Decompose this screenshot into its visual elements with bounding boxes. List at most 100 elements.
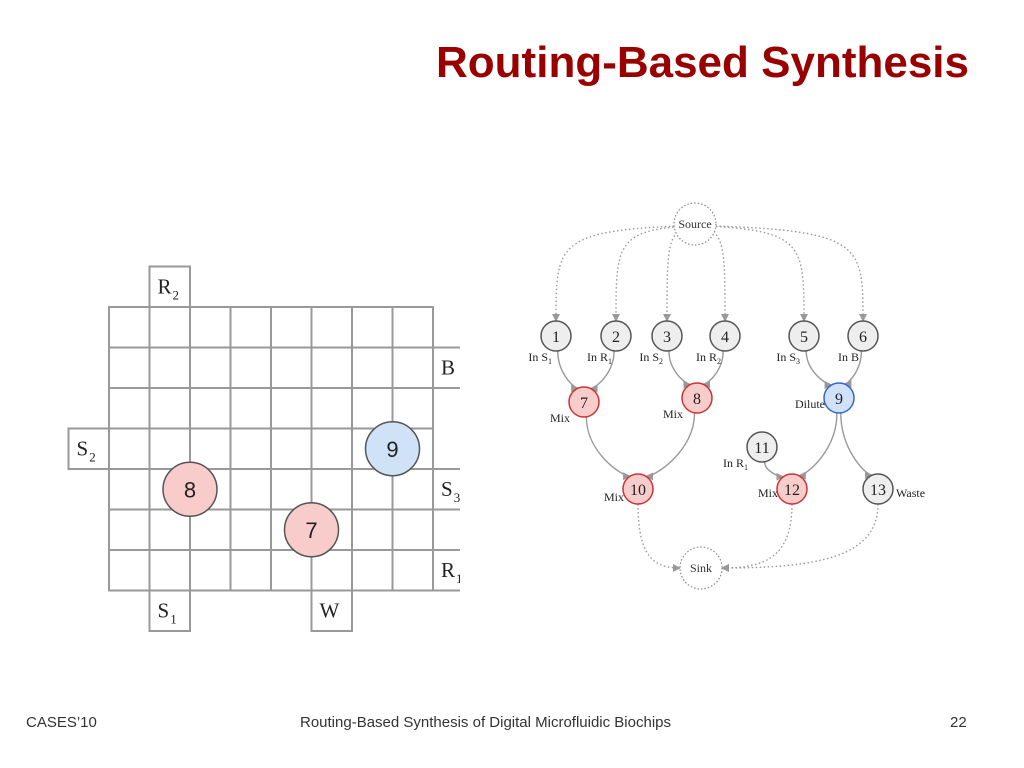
edge-13-sink <box>721 503 879 572</box>
grid-cell <box>108 549 151 592</box>
node-label: Sink <box>690 561 712 575</box>
grid-cell <box>229 549 272 592</box>
node-operation: In R1 <box>723 456 748 472</box>
grid-cell <box>189 306 232 349</box>
grid-cell <box>310 468 353 511</box>
grid-cell <box>108 427 151 470</box>
port-label: S1 <box>158 599 177 627</box>
node-operation: In R2 <box>696 350 721 366</box>
droplet-label: 8 <box>184 477 196 502</box>
port-r2: R2 <box>148 265 191 308</box>
port-label: R1 <box>441 558 460 586</box>
port-s3: S3 <box>432 468 460 511</box>
node-number: 13 <box>870 482 886 499</box>
edge-source-2 <box>612 225 686 322</box>
node-6: 6In B <box>838 320 879 364</box>
port-s2: S2 <box>67 427 110 470</box>
node-number: 3 <box>663 329 671 346</box>
grid-cell <box>229 508 272 551</box>
grid-cell <box>270 387 313 430</box>
edge-1-7 <box>557 350 580 393</box>
node-5: 5In S3 <box>776 320 820 366</box>
node-number: 11 <box>754 440 769 457</box>
node-13: 13 Waste <box>862 473 925 505</box>
grid-cell <box>391 508 434 551</box>
footer-paper-title: Routing-Based Synthesis of Digital Micro… <box>300 714 672 731</box>
grid-cell <box>351 508 394 551</box>
node-number: 12 <box>784 482 800 499</box>
node-source: Source <box>673 202 717 246</box>
edge-4-8 <box>702 350 724 389</box>
grid-cell <box>351 549 394 592</box>
grid-cell <box>391 306 434 349</box>
node-number: 9 <box>835 391 843 408</box>
edge-source-1 <box>552 225 679 322</box>
grid-cell <box>270 427 313 470</box>
edge-8-10 <box>645 412 696 481</box>
grid-cell <box>351 346 394 389</box>
node-number: 7 <box>580 395 588 412</box>
grid-cell <box>189 549 232 592</box>
port-b: B <box>432 346 460 389</box>
edge-10-sink <box>637 503 681 572</box>
grid-cell <box>148 306 191 349</box>
port-r1: R1 <box>432 549 460 592</box>
slide-title: Routing-Based Synthesis <box>436 38 969 87</box>
edge-7-10 <box>585 416 632 481</box>
grid-cell <box>148 387 191 430</box>
grid-cell <box>310 427 353 470</box>
grid-cell <box>391 346 434 389</box>
port-label: S2 <box>77 437 96 465</box>
node-number: 4 <box>721 329 729 346</box>
edge-3-8 <box>668 350 692 389</box>
edge-source-5 <box>708 225 808 322</box>
edge-9-12 <box>797 412 838 480</box>
node-12: 12 Mix <box>758 473 808 505</box>
footer-conference: CASES’10 <box>26 714 97 731</box>
node-operation: Mix <box>550 411 570 425</box>
droplet-9: 9 <box>364 421 421 477</box>
edge-12-sink <box>721 503 793 572</box>
node-4: 4In R2 <box>696 320 741 366</box>
grid-cell <box>229 306 272 349</box>
droplet-label: 9 <box>386 437 398 462</box>
grid-cell <box>148 346 191 389</box>
node-operation: In B <box>838 350 859 364</box>
grid-cell <box>148 549 191 592</box>
port-w: W <box>310 589 353 632</box>
grid-cell <box>351 306 394 349</box>
port-label: S3 <box>441 477 460 505</box>
grid-cell <box>270 549 313 592</box>
edge-5-9 <box>805 350 833 389</box>
node-operation: Waste <box>896 486 925 500</box>
grid-cell <box>189 387 232 430</box>
grid-cell <box>391 549 434 592</box>
node-number: 1 <box>552 329 560 346</box>
grid-cell <box>189 346 232 389</box>
grid-cell <box>310 387 353 430</box>
node-operation: In S3 <box>776 350 800 366</box>
node-number: 5 <box>800 329 808 346</box>
grid-cell <box>108 346 151 389</box>
edge-6-9 <box>843 350 863 388</box>
edge-9-13 <box>840 412 874 480</box>
edge-2-7 <box>589 350 615 393</box>
grid-cell <box>229 468 272 511</box>
node-1: 1In S1 <box>528 320 572 366</box>
grid-cell <box>108 306 151 349</box>
droplet-8: 8 <box>162 461 218 517</box>
grid-cell <box>229 427 272 470</box>
node-operation: Mix <box>758 486 778 500</box>
grid-cell <box>108 468 151 511</box>
grid-cell <box>108 508 151 551</box>
grid-cell <box>310 346 353 389</box>
port-label: W <box>320 599 340 623</box>
node-sink: Sink <box>679 546 723 590</box>
port-s1: S1 <box>148 589 191 632</box>
node-operation: In S1 <box>528 350 552 366</box>
edge-source-3 <box>663 225 692 322</box>
